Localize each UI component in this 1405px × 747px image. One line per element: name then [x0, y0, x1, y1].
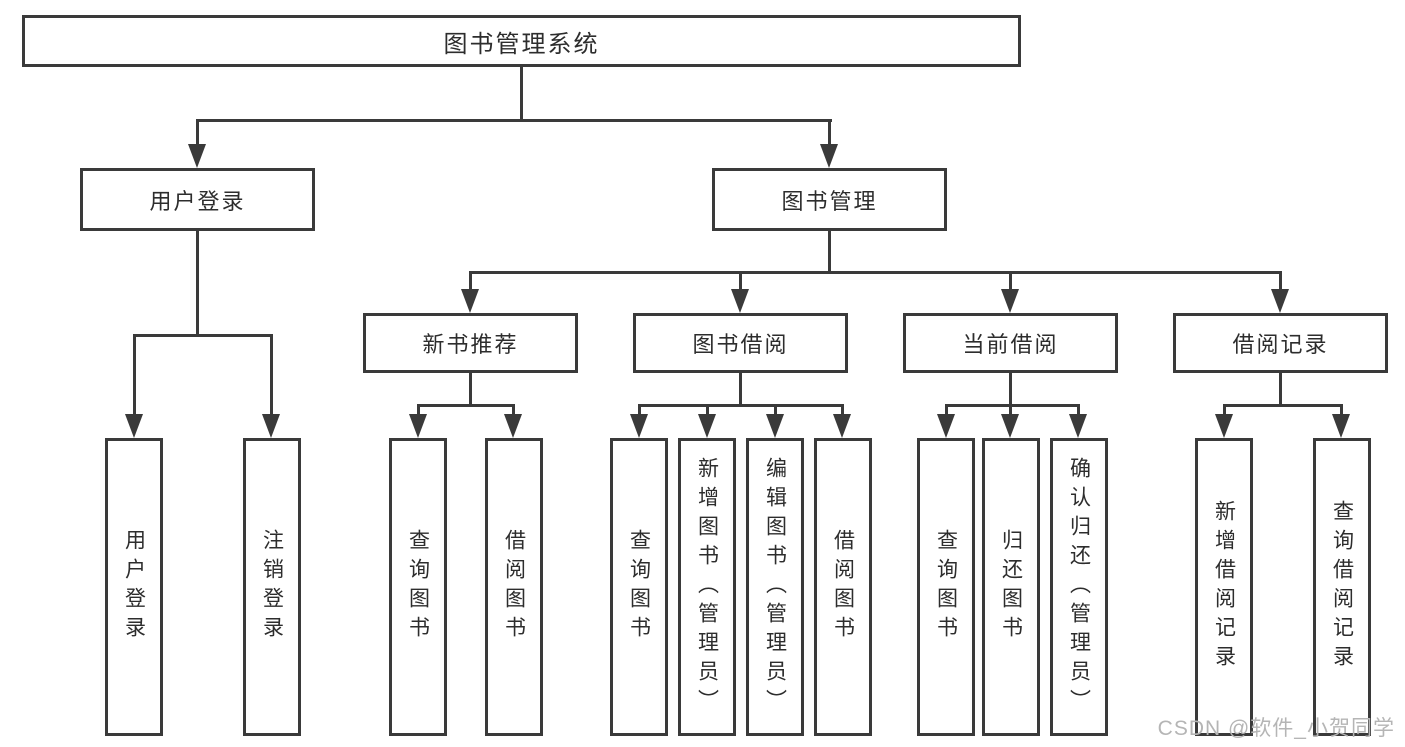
arrow-down-icon: [504, 414, 522, 438]
leaf-borrow-books: 借阅图书: [814, 438, 872, 736]
leaf-label: 查询借阅记录: [1330, 500, 1354, 674]
leaf-add-books-admin: 新增图书（管理员）: [678, 438, 736, 736]
node-book-management: 图书管理: [712, 168, 947, 231]
leaf-user-login: 用户登录: [105, 438, 163, 736]
leaf-query-books-recommend: 查询图书: [389, 438, 447, 736]
leaf-label: 用户登录: [122, 529, 146, 645]
leaf-label: 新增图书（管理员）: [695, 456, 719, 718]
arrow-down-icon: [1001, 414, 1019, 438]
connector-line: [945, 404, 948, 420]
connector-line: [1223, 404, 1343, 407]
leaf-label: 归还图书: [999, 529, 1023, 645]
connector-line: [1340, 404, 1343, 420]
connector-line: [828, 231, 831, 273]
arrow-down-icon: [1271, 289, 1289, 313]
arrow-down-icon: [461, 289, 479, 313]
node-label: 借阅记录: [1232, 332, 1329, 357]
connector-line: [841, 404, 844, 420]
leaf-query-books-current: 查询图书: [917, 438, 975, 736]
arrow-down-icon: [630, 414, 648, 438]
leaf-label: 查询图书: [406, 529, 430, 645]
node-book-borrow: 图书借阅: [633, 313, 848, 373]
connector-line: [520, 67, 523, 121]
arrow-down-icon: [937, 414, 955, 438]
leaf-label: 注销登录: [260, 529, 284, 645]
node-current-borrow: 当前借阅: [903, 313, 1118, 373]
node-library-management-system: 图书管理系统: [22, 15, 1021, 67]
node-label: 图书借阅: [692, 332, 789, 357]
connector-line: [706, 404, 709, 420]
leaf-label: 查询图书: [934, 529, 958, 645]
connector-line: [774, 404, 777, 420]
leaf-label: 借阅图书: [831, 529, 855, 645]
connector-line: [469, 372, 472, 406]
arrow-down-icon: [833, 414, 851, 438]
node-label: 新书推荐: [422, 332, 519, 357]
arrow-down-icon: [188, 144, 206, 168]
leaf-borrow-books-recommend: 借阅图书: [485, 438, 543, 736]
connector-line: [1009, 271, 1012, 295]
arrow-down-icon: [731, 289, 749, 313]
leaf-return-books: 归还图书: [982, 438, 1040, 736]
connector-line: [196, 119, 832, 122]
arrow-down-icon: [698, 414, 716, 438]
connector-line: [270, 334, 273, 418]
leaf-logout: 注销登录: [243, 438, 301, 736]
arrow-down-icon: [1001, 289, 1019, 313]
connector-line: [417, 404, 420, 420]
connector-line: [196, 231, 199, 335]
arrow-down-icon: [766, 414, 784, 438]
arrow-down-icon: [820, 144, 838, 168]
connector-line: [1077, 404, 1080, 420]
node-user-login-group: 用户登录: [80, 168, 315, 231]
connector-line: [512, 404, 515, 420]
leaf-query-borrow-record: 查询借阅记录: [1313, 438, 1371, 736]
arrow-down-icon: [409, 414, 427, 438]
arrow-down-icon: [125, 414, 143, 438]
node-label: 用户登录: [149, 188, 246, 214]
leaf-label: 查询图书: [627, 529, 651, 645]
connector-line: [739, 271, 742, 295]
connector-line: [638, 404, 641, 420]
arrow-down-icon: [1332, 414, 1350, 438]
connector-line: [196, 119, 199, 149]
node-label: 图书管理: [781, 188, 878, 214]
connector-line: [469, 271, 472, 295]
arrow-down-icon: [1215, 414, 1233, 438]
node-new-book-recommend: 新书推荐: [363, 313, 578, 373]
connector-line: [828, 119, 831, 149]
leaf-label: 确认归还（管理员）: [1067, 456, 1091, 718]
arrow-down-icon: [1069, 414, 1087, 438]
node-label: 当前借阅: [962, 332, 1059, 357]
leaf-label: 新增借阅记录: [1212, 500, 1236, 674]
connector-line: [638, 404, 844, 407]
leaf-label: 借阅图书: [502, 529, 526, 645]
connector-line: [417, 404, 515, 407]
connector-line: [1009, 372, 1012, 406]
connector-line: [469, 271, 1282, 274]
leaf-label: 编辑图书（管理员）: [763, 456, 787, 718]
connector-line: [739, 372, 742, 406]
leaf-confirm-return-admin: 确认归还（管理员）: [1050, 438, 1108, 736]
leaf-edit-books-admin: 编辑图书（管理员）: [746, 438, 804, 736]
arrow-down-icon: [262, 414, 280, 438]
connector-line: [1009, 404, 1012, 420]
node-label: 图书管理系统: [443, 30, 600, 58]
csdn-watermark: CSDN @软件_小贺同学: [1157, 717, 1395, 740]
leaf-add-borrow-record: 新增借阅记录: [1195, 438, 1253, 736]
connector-line: [133, 334, 273, 337]
leaf-query-books-borrow: 查询图书: [610, 438, 668, 736]
connector-line: [945, 404, 1080, 407]
connector-line: [1279, 271, 1282, 295]
connector-line: [1279, 372, 1282, 406]
connector-line: [1223, 404, 1226, 420]
node-borrow-records: 借阅记录: [1173, 313, 1388, 373]
connector-line: [133, 334, 136, 418]
